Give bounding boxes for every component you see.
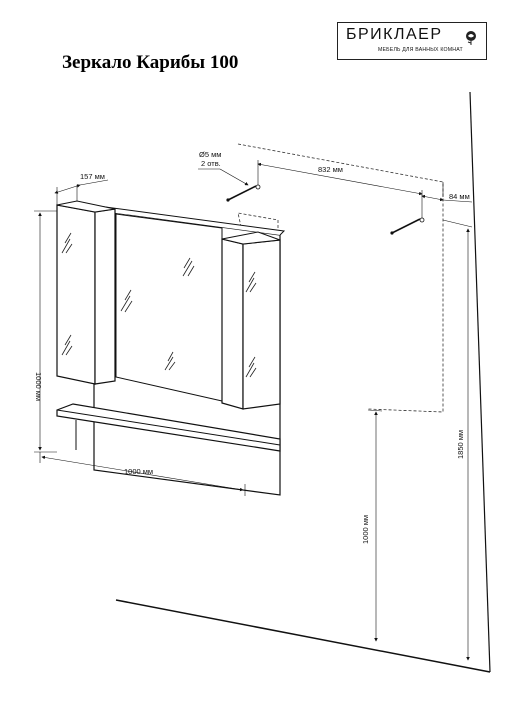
label-hole-spacing: 832 мм: [318, 165, 343, 174]
right-cabinet-front: [242, 239, 281, 410]
dim-hole-spacing: 832 мм: [257, 160, 423, 218]
mirror-unit: [56, 200, 286, 496]
left-cabinet-side: [94, 208, 116, 385]
brand-tagline: МЕБЕЛЬ ДЛЯ ВАННЫХ КОМНАТ: [378, 47, 463, 53]
dim-mount-height-bottom: 1000 мм: [361, 409, 383, 642]
label-mount-height-bottom: 1000 мм: [361, 515, 370, 544]
dim-cabinet-depth: 157 мм: [54, 172, 109, 205]
label-hole-edge-offset: 84 мм: [449, 192, 470, 201]
hole-callout: Ø5 мм 2 отв.: [198, 150, 249, 186]
label-hole-size: Ø5 мм: [199, 150, 221, 159]
floor-line: [115, 599, 491, 673]
drawing-title: Зеркало Карибы 100: [62, 52, 239, 73]
label-mount-height-top: 1850 мм: [456, 430, 465, 459]
wall-edge-line: [469, 91, 491, 673]
left-cabinet-front: [56, 204, 96, 385]
dowel-screw-right: [390, 217, 425, 235]
mirror-glass: [115, 213, 223, 402]
right-cabinet-side: [221, 238, 244, 410]
label-mirror-height: 1000 мм: [34, 372, 43, 401]
dim-mirror-height: 1000 мм: [34, 210, 57, 453]
label-mirror-width: 1000 мм: [124, 467, 153, 476]
brand-name: БРИКЛАЕР: [346, 26, 443, 43]
mirror-reflections: [120, 257, 195, 371]
dim-mount-height-top: 1850 мм: [442, 219, 473, 661]
label-hole-count: 2 отв.: [201, 159, 221, 168]
brand-logo: БРИКЛАЕР МЕБЕЛЬ ДЛЯ ВАННЫХ КОМНАТ: [337, 22, 487, 60]
dim-hole-edge-offset: 84 мм: [421, 182, 473, 203]
dowel-screw-left: [226, 184, 261, 202]
rose-icon: [466, 31, 476, 45]
label-cabinet-depth: 157 мм: [80, 172, 105, 181]
dim-mirror-width: 1000 мм: [39, 452, 246, 496]
